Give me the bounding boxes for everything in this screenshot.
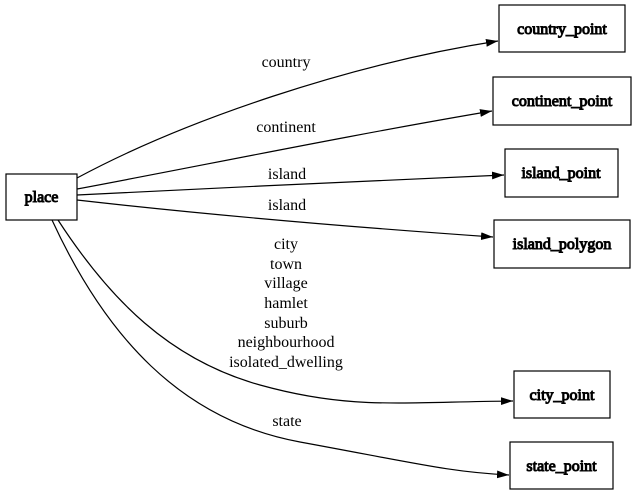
edge-label-island-point: island	[268, 166, 306, 183]
edge-place-state-point	[51, 219, 510, 479]
node-city-point-label: city_point	[530, 387, 595, 404]
node-continent-point: continent_point	[492, 76, 632, 126]
edge-label-city-line: neighbourhood	[238, 334, 335, 351]
edge-label-city-line: suburb	[264, 315, 308, 332]
edge-label-city-line: isolated_dwelling	[229, 354, 343, 371]
node-island-point: island_point	[504, 148, 619, 198]
node-island-polygon: island_polygon	[493, 219, 631, 269]
node-state-point: state_point	[509, 441, 614, 490]
edge-label-continent: continent	[256, 119, 316, 136]
node-city-point: city_point	[513, 370, 611, 419]
node-island-polygon-label: island_polygon	[513, 236, 612, 253]
edge-label-island-polygon: island	[268, 197, 306, 214]
node-continent-point-label: continent_point	[512, 93, 613, 110]
edge-label-state: state	[272, 413, 301, 430]
node-place: place	[5, 173, 78, 221]
edge-label-city-line: city	[274, 236, 298, 253]
node-place-label: place	[25, 189, 59, 206]
node-country-point-label: country_point	[517, 21, 607, 38]
edge-label-city-line: hamlet	[264, 295, 308, 312]
edge-place-island-point	[76, 171, 505, 196]
node-island-point-label: island_point	[521, 165, 601, 182]
edge-place-country-point	[76, 38, 499, 179]
edge-place-island-polygon	[76, 199, 494, 241]
edge-place-city-point	[57, 219, 514, 406]
edge-labels-group: country continent island island city tow…	[229, 54, 343, 430]
edge-place-continent-point	[76, 109, 493, 190]
edge-label-city-line: village	[264, 275, 308, 292]
nodes-group: place country_point continent_point isla…	[5, 4, 632, 490]
node-country-point: country_point	[498, 4, 626, 53]
edges-group	[51, 38, 514, 479]
edge-label-city-line: town	[270, 256, 302, 273]
node-state-point-label: state_point	[526, 458, 597, 475]
edge-label-country: country	[262, 54, 311, 71]
